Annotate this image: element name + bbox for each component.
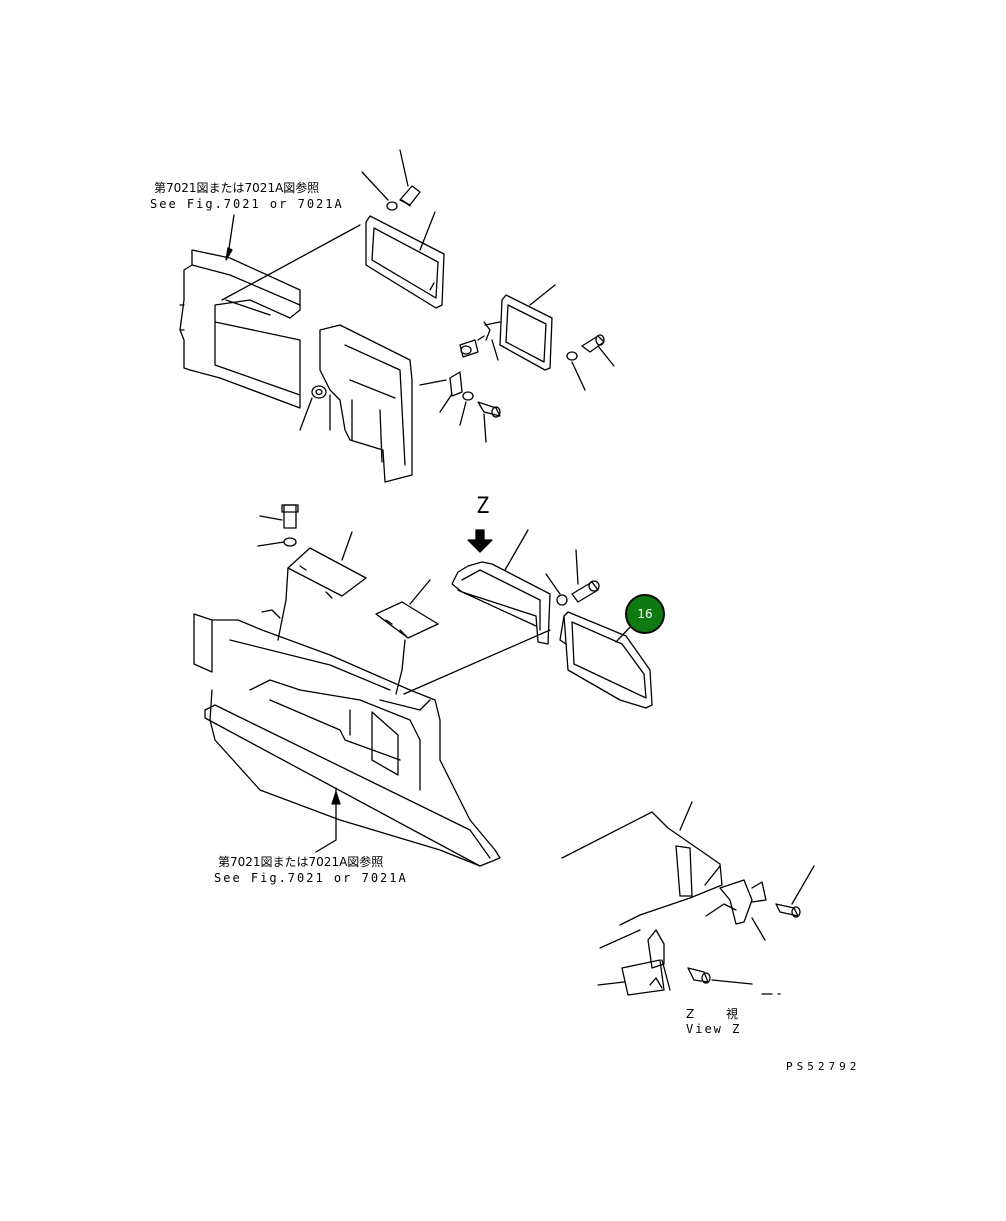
view-z-detail	[561, 801, 815, 996]
view-z-label-en: View Z	[686, 1022, 742, 1036]
middle-plates	[277, 531, 439, 695]
view-z-label-jp: Z 視	[686, 1007, 753, 1021]
z-arrow	[467, 529, 493, 553]
middle-small-bolt	[257, 504, 299, 547]
ref-label-bottom-en: See Fig.7021 or 7021A	[214, 871, 408, 885]
main-frame-middle	[193, 609, 501, 867]
z-arrow-label: Z	[476, 494, 490, 519]
bolt-top	[361, 149, 421, 211]
drawing-number: PS52792	[786, 1060, 861, 1073]
cover-plate-top	[365, 211, 445, 309]
callout-number: 16	[637, 607, 653, 621]
handle-frame	[451, 529, 551, 645]
item-16-frame	[559, 611, 653, 709]
ref-label-top-jp: 第7021図または7021A図参照	[154, 181, 320, 195]
bolt-middle-right	[545, 549, 600, 606]
leader-middle	[403, 629, 551, 695]
nut-top-left	[299, 385, 327, 431]
reference-arrows	[225, 214, 341, 853]
cover-plate-right	[499, 284, 556, 371]
top-left-bracket-assembly	[179, 224, 413, 483]
ref-label-top-en: See Fig.7021 or 7021A	[150, 197, 344, 211]
callout-badge-16[interactable]: 16	[625, 594, 665, 634]
fasteners-middle	[419, 321, 615, 443]
ref-label-bottom-jp: 第7021図または7021A図参照	[218, 855, 384, 869]
